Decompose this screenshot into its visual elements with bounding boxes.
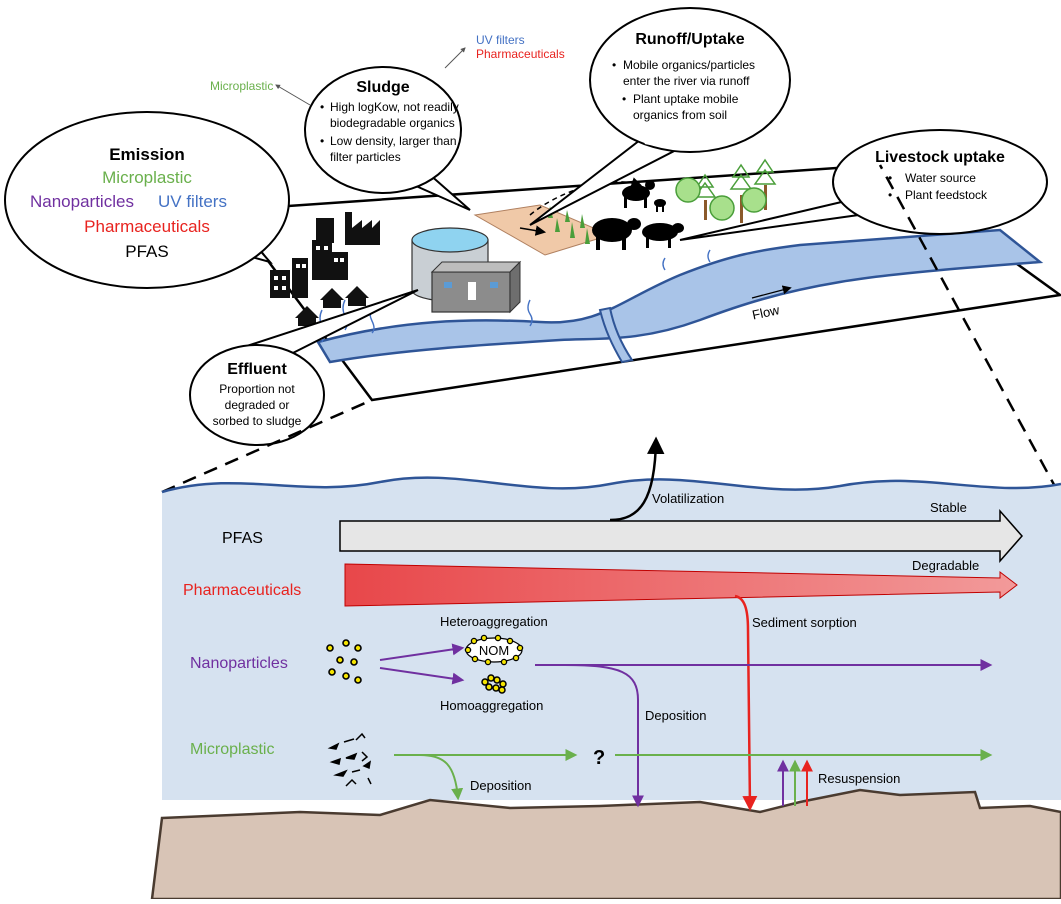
sediment-bed [150,788,1061,901]
nom-attached-particles [464,634,524,666]
effluent-line-3: sorbed to sludge [213,414,302,428]
microplastic-label: Microplastic [190,741,274,758]
mp-deposition-arrow [419,754,464,801]
nanoparticle-dots [326,639,362,684]
sludge-bullet-2b: filter particles [330,150,401,164]
svg-text:•: • [612,58,616,72]
sludge-title: Sludge [356,79,409,96]
zoom-line-right [878,164,1060,493]
effluent-line-2: degraded or [225,398,290,412]
river [316,228,1044,364]
emission-title: Emission [109,145,185,164]
water-surface [161,476,1061,494]
top-pharmaceuticals-label: Pharmaceuticals [476,47,565,61]
livestock-bullet-2: Plant feedstock [905,188,988,202]
runoff-bullet-2a: Plant uptake mobile [633,92,739,106]
effluent-bubble [189,344,325,446]
svg-text:•: • [888,188,892,202]
pharmaceuticals-degradable-arrow [344,563,1018,607]
svg-text:•: • [888,171,892,185]
tributary [598,306,634,364]
emission-microplastic: Microplastic [102,168,192,187]
water-body [162,477,1061,800]
effluent-line-1: Proportion not [219,382,295,396]
mp-deposition-label: Deposition [470,778,531,793]
question-mark: ? [593,747,605,769]
sediment-sorption-arrow [734,594,758,811]
top-uv-filters-label: UV filters [476,33,525,47]
pharmaceuticals-label: Pharmaceuticals [183,582,301,599]
runoff-bullet-1a: Mobile organics/particles [623,58,755,72]
homoaggregate [481,674,507,694]
runoff-dashed-arrow [529,177,642,216]
sludge-bullet-1b: biodegradable organics [330,116,455,130]
runoff-bullet-2b: organics from soil [633,108,727,122]
runoff-title: Runoff/Uptake [635,31,744,48]
pfas-stable-arrow [339,509,1023,563]
svg-text:•: • [320,100,324,114]
volatilization-arrow [609,436,665,522]
resuspension-label: Resuspension [818,771,900,786]
flow-arrow [751,285,792,299]
livestock-bullet-1: Water source [905,171,976,185]
zoom-line-left [161,398,373,494]
crop-plants [548,206,590,244]
runoff-bubble [589,7,791,153]
livestock-icon [592,180,684,250]
microplastic-fragments [327,732,372,787]
runoff-bullet-1b: enter the river via runoff [623,74,750,88]
flow-label: Flow [751,302,782,323]
svg-text:•: • [320,134,324,148]
np-deposition-label: Deposition [645,708,706,723]
livestock-title: Livestock uptake [875,149,1005,166]
trees-icon [675,158,777,223]
emission-uv-filters: UV filters [158,192,227,211]
np-deposition-arrow [564,664,644,808]
nom-label: NOM [479,643,509,658]
emission-bubble [4,111,290,289]
sludge-bullet-2a: Low density, larger than [330,134,457,148]
sludge-bubble [304,66,462,194]
volatilization-label: Volatilization [652,491,724,506]
degradable-label: Degradable [912,558,979,573]
treatment-plant-icon [411,227,522,314]
emission-nanoparticles: Nanoparticles [30,192,134,211]
homoaggregation-label: Homoaggregation [440,698,543,713]
top-microplastic-label: Microplastic [210,79,273,93]
emission-pharmaceuticals: Pharmaceuticals [84,217,210,236]
emission-pfas: PFAS [125,242,168,261]
sludge-bullet-1a: High logKow, not readily [330,100,459,114]
nanoparticles-label: Nanoparticles [190,655,288,672]
pfas-label: PFAS [222,530,263,547]
heteroaggregation-label: Heteroaggregation [440,614,548,629]
svg-text:•: • [622,92,626,106]
sediment-sorption-label: Sediment sorption [752,615,857,630]
livestock-bubble [832,129,1048,235]
effluent-title: Effluent [227,361,287,378]
stable-label: Stable [930,500,967,515]
